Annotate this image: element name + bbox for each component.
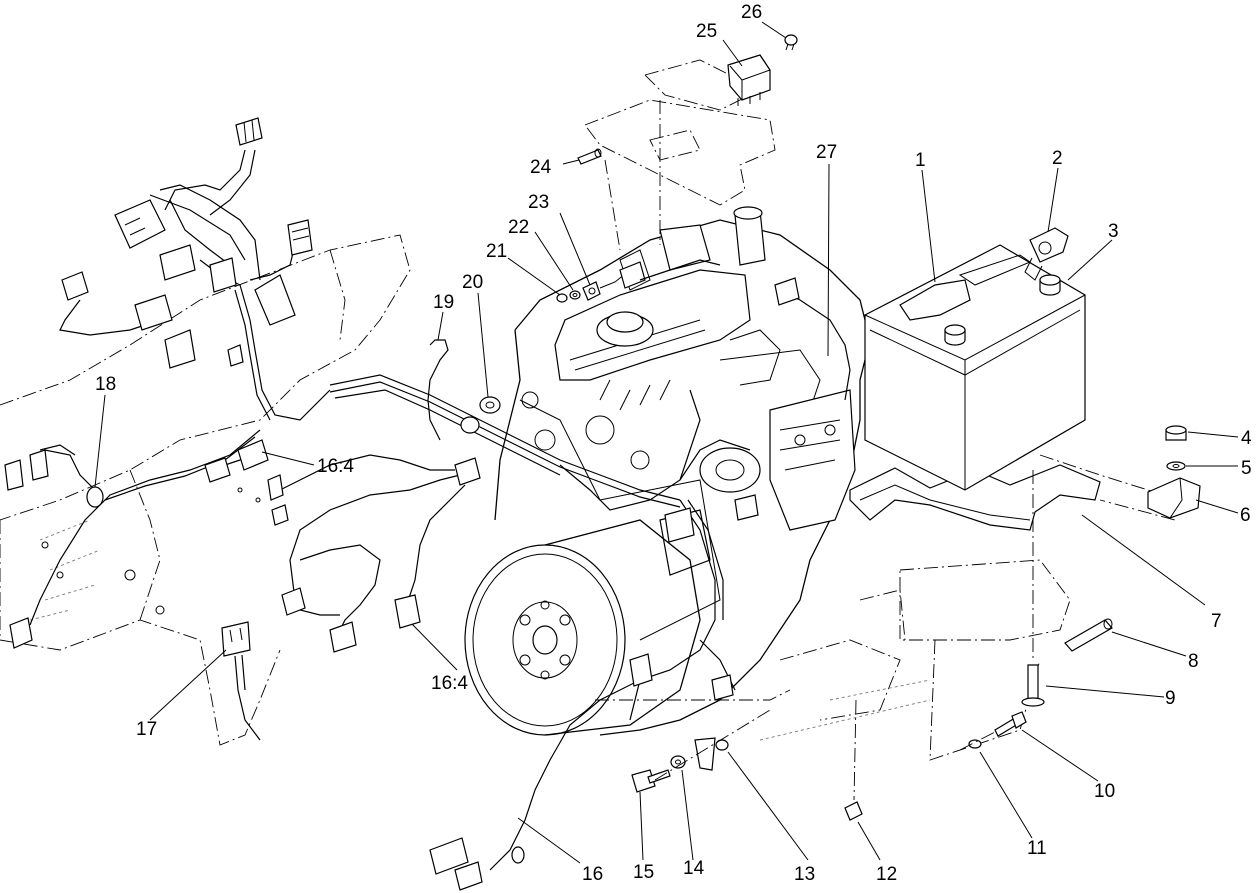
hardware-right [1147,425,1201,519]
callout-12: 12 [876,864,897,885]
callout-14: 14 [683,858,705,879]
chassis-frame [0,234,411,746]
callout-4: 4 [1241,428,1252,449]
callout-17: 17 [136,719,157,740]
callout-20: 20 [462,272,483,293]
engine-top-hardware [556,261,646,303]
battery-cable-terminal [1024,227,1069,281]
callout-8: 8 [1188,651,1199,672]
connectors [4,117,800,891]
callout-9: 9 [1165,688,1176,709]
callout-2: 2 [1052,148,1063,169]
callout-16: 16 [582,864,603,885]
callout-25: 25 [696,21,717,42]
callout-15: 15 [633,862,654,883]
callout-26: 26 [741,2,762,23]
callout-21: 21 [486,241,507,262]
callout-19: 19 [433,292,454,313]
callout-18: 18 [95,374,116,395]
callout-3: 3 [1108,221,1119,242]
top-hardware [577,34,798,165]
callout-5: 5 [1241,458,1252,479]
lower-hardware [844,470,1113,821]
callout-10: 10 [1094,781,1115,802]
leader-lines [94,21,1239,864]
wiring-harness [29,149,851,871]
flywheel [464,519,701,736]
upper-mount-bracket [584,59,776,251]
callout-11: 11 [1027,838,1047,859]
hardware-13-14-15 [595,689,791,793]
callout-labels: 1 2 3 4 5 6 7 8 9 10 11 12 13 14 15 16 1… [95,2,1252,885]
callout-16-4-upper: 16:4 [317,456,354,477]
callout-6: 6 [1240,505,1251,526]
callout-1: 1 [915,150,926,171]
callout-22: 22 [508,217,529,238]
callout-13: 13 [794,864,815,885]
battery [864,244,1086,491]
callout-7: 7 [1211,611,1222,632]
callout-24: 24 [530,157,552,178]
callout-16-4-lower: 16:4 [431,673,468,694]
callout-23: 23 [528,192,549,213]
callout-27: 27 [816,142,837,163]
